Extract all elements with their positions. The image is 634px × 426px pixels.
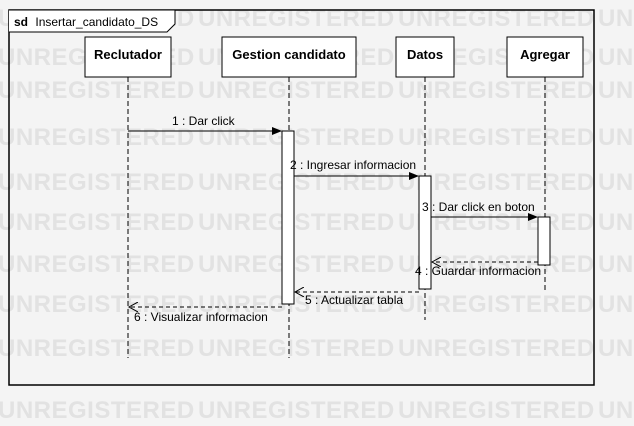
watermark-text: UNREGISTERED	[398, 124, 595, 151]
sd-frame: sd Insertar_candidato_DS	[8, 9, 595, 386]
participant-reclutador[interactable]: Reclutador	[84, 36, 172, 78]
watermark-text: UNREGISTERED	[198, 169, 395, 196]
watermark-text: UNREGISTERED	[598, 5, 634, 32]
frame-name: Insertar_candidato_DS	[35, 15, 158, 29]
watermark-text: UNREGISTERED	[198, 209, 395, 236]
message-label: 1 : Dar click	[172, 114, 236, 128]
activation-agregar	[537, 216, 551, 266]
watermark-text: UNREGISTERED	[598, 209, 634, 236]
watermark-text: UNREGISTERED	[598, 251, 634, 278]
watermark-text: UNREGISTERED	[198, 251, 395, 278]
message-label: 6 : Visualizar informacion	[134, 310, 268, 324]
watermark-text: UNREGISTERED	[398, 77, 595, 104]
watermark-text: UNREGISTERED	[398, 335, 595, 362]
participant-label: Reclutador	[94, 47, 162, 62]
watermark-text: UNREGISTERED	[198, 77, 395, 104]
watermark-text: UNREGISTERED	[0, 335, 195, 362]
participant-datos[interactable]: Datos	[395, 36, 455, 78]
watermark-text: UNREGISTERED	[0, 77, 195, 104]
watermark-text: UNREGISTERED	[598, 77, 634, 104]
watermark-text: UNREGISTERED	[598, 397, 634, 424]
frame-title: sd Insertar_candidato_DS	[14, 15, 158, 29]
watermark-text: UNREGISTERED	[598, 335, 634, 362]
participant-label: Gestion candidato	[232, 47, 345, 62]
message-label: 4 : Guardar informacion	[415, 264, 541, 278]
activation-datos	[418, 175, 432, 290]
watermark-text: UNREGISTERED	[198, 397, 395, 424]
watermark-text: UNREGISTERED	[598, 169, 634, 196]
participant-label: Datos	[407, 47, 443, 62]
watermark-text: UNREGISTERED	[198, 124, 395, 151]
message-3[interactable]: 3 : Dar click en boton	[422, 200, 538, 221]
watermark-text: UNREGISTERED	[0, 291, 195, 318]
watermark-text: UNREGISTERED	[398, 5, 595, 32]
message-6[interactable]: 6 : Visualizar informacion	[129, 307, 282, 324]
activation-gestion-candidato	[281, 130, 295, 305]
message-5[interactable]: 5 : Actualizar tabla	[295, 292, 419, 307]
participant-agregar[interactable]: Agregar	[506, 36, 584, 78]
watermark-text: UNREGISTERED	[0, 124, 195, 151]
watermark-text: UNREGISTERED	[0, 169, 195, 196]
watermark-text: UNREGISTERED	[598, 44, 634, 71]
watermark-text: UNREGISTERED	[398, 397, 595, 424]
participant-gestion-candidato[interactable]: Gestion candidato	[221, 36, 357, 78]
message-label: 3 : Dar click en boton	[422, 200, 535, 214]
watermark-text: UNREGISTERED	[398, 291, 595, 318]
participant-label: Agregar	[520, 47, 570, 62]
watermark-text: UNREGISTERED	[598, 124, 634, 151]
watermark-text: UNREGISTERED	[598, 291, 634, 318]
message-label: 2 : Ingresar informacion	[290, 158, 416, 172]
message-1[interactable]: 1 : Dar click	[128, 114, 282, 135]
watermark-text: UNREGISTERED	[0, 209, 195, 236]
message-4[interactable]: 4 : Guardar informacion	[415, 264, 541, 278]
watermark-text: UNREGISTERED	[0, 251, 195, 278]
watermark-text: UNREGISTERED	[0, 397, 195, 424]
message-2[interactable]: 2 : Ingresar informacion	[290, 158, 419, 180]
message-label: 5 : Actualizar tabla	[305, 293, 403, 307]
frame-keyword: sd	[14, 15, 28, 29]
watermark-text: UNREGISTERED	[198, 335, 395, 362]
watermark-text: UNREGISTERED	[198, 5, 395, 32]
